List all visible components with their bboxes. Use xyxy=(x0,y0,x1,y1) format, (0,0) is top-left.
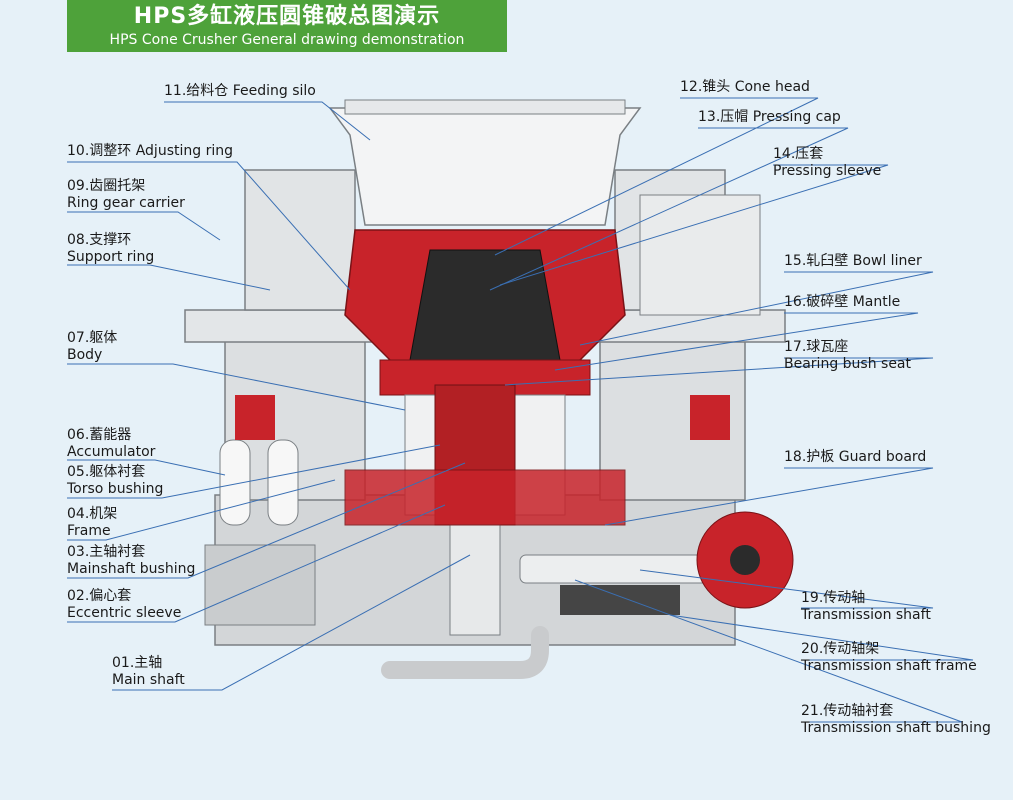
transmission-frame xyxy=(560,585,680,615)
mantle-shape xyxy=(409,249,561,361)
leader-21 xyxy=(574,579,963,723)
cylinder-right xyxy=(690,395,730,440)
leader-14 xyxy=(499,164,889,286)
leader-02 xyxy=(67,504,446,623)
leader-16 xyxy=(554,312,919,371)
leader-09 xyxy=(67,211,221,241)
leader-12 xyxy=(494,97,819,256)
label-15-bowl-liner: 15.轧臼壁 Bowl liner xyxy=(784,253,922,269)
leader-17 xyxy=(504,357,934,386)
feeding-silo xyxy=(328,107,642,226)
gear-housing-right xyxy=(639,194,761,316)
label-10-adjusting-ring: 10.调整环 Adjusting ring xyxy=(67,143,233,159)
leader-20 xyxy=(669,614,974,661)
title-english: HPS Cone Crusher General drawing demonst… xyxy=(109,32,465,48)
cylinder-left xyxy=(235,395,275,440)
leader-05 xyxy=(67,444,441,499)
label-18-guard-board: 18.护板 Guard board xyxy=(784,449,927,465)
leader-06 xyxy=(67,459,226,476)
lube-pipe xyxy=(381,626,549,679)
adjusting-ring-left xyxy=(244,169,356,311)
leader-18 xyxy=(604,467,934,526)
label-11-feeding-silo: 11.给料仓 Feeding silo xyxy=(164,83,316,99)
leader-15 xyxy=(579,271,934,346)
leader-13 xyxy=(489,127,849,291)
leader-19 xyxy=(639,569,934,609)
machine-illustration xyxy=(184,99,794,679)
leader-08 xyxy=(67,264,271,291)
leader-11 xyxy=(164,101,371,141)
leader-10 xyxy=(67,161,351,291)
leader-04 xyxy=(67,479,336,541)
frame-inner-red xyxy=(344,469,626,526)
accumulator-right xyxy=(267,439,299,526)
label-16-mantle: 16.破碎壁 Mantle xyxy=(784,294,901,310)
title-chinese: HPS多缸液压圆锥破总图演示 xyxy=(133,4,441,29)
leader-01 xyxy=(112,554,471,691)
leader-lines xyxy=(67,97,974,723)
leader-03 xyxy=(67,462,466,579)
leader-07 xyxy=(67,363,406,411)
title-banner: HPS多缸液压圆锥破总图演示 HPS Cone Crusher General … xyxy=(67,0,507,52)
feeding-silo-rim xyxy=(344,99,626,115)
pulley-hub xyxy=(730,545,760,575)
label-13-pressing-cap: 13.压帽 Pressing cap xyxy=(698,109,841,125)
main-shaft-lower xyxy=(449,524,501,636)
label-12-cone-head: 12.锥头 Cone head xyxy=(680,79,810,95)
